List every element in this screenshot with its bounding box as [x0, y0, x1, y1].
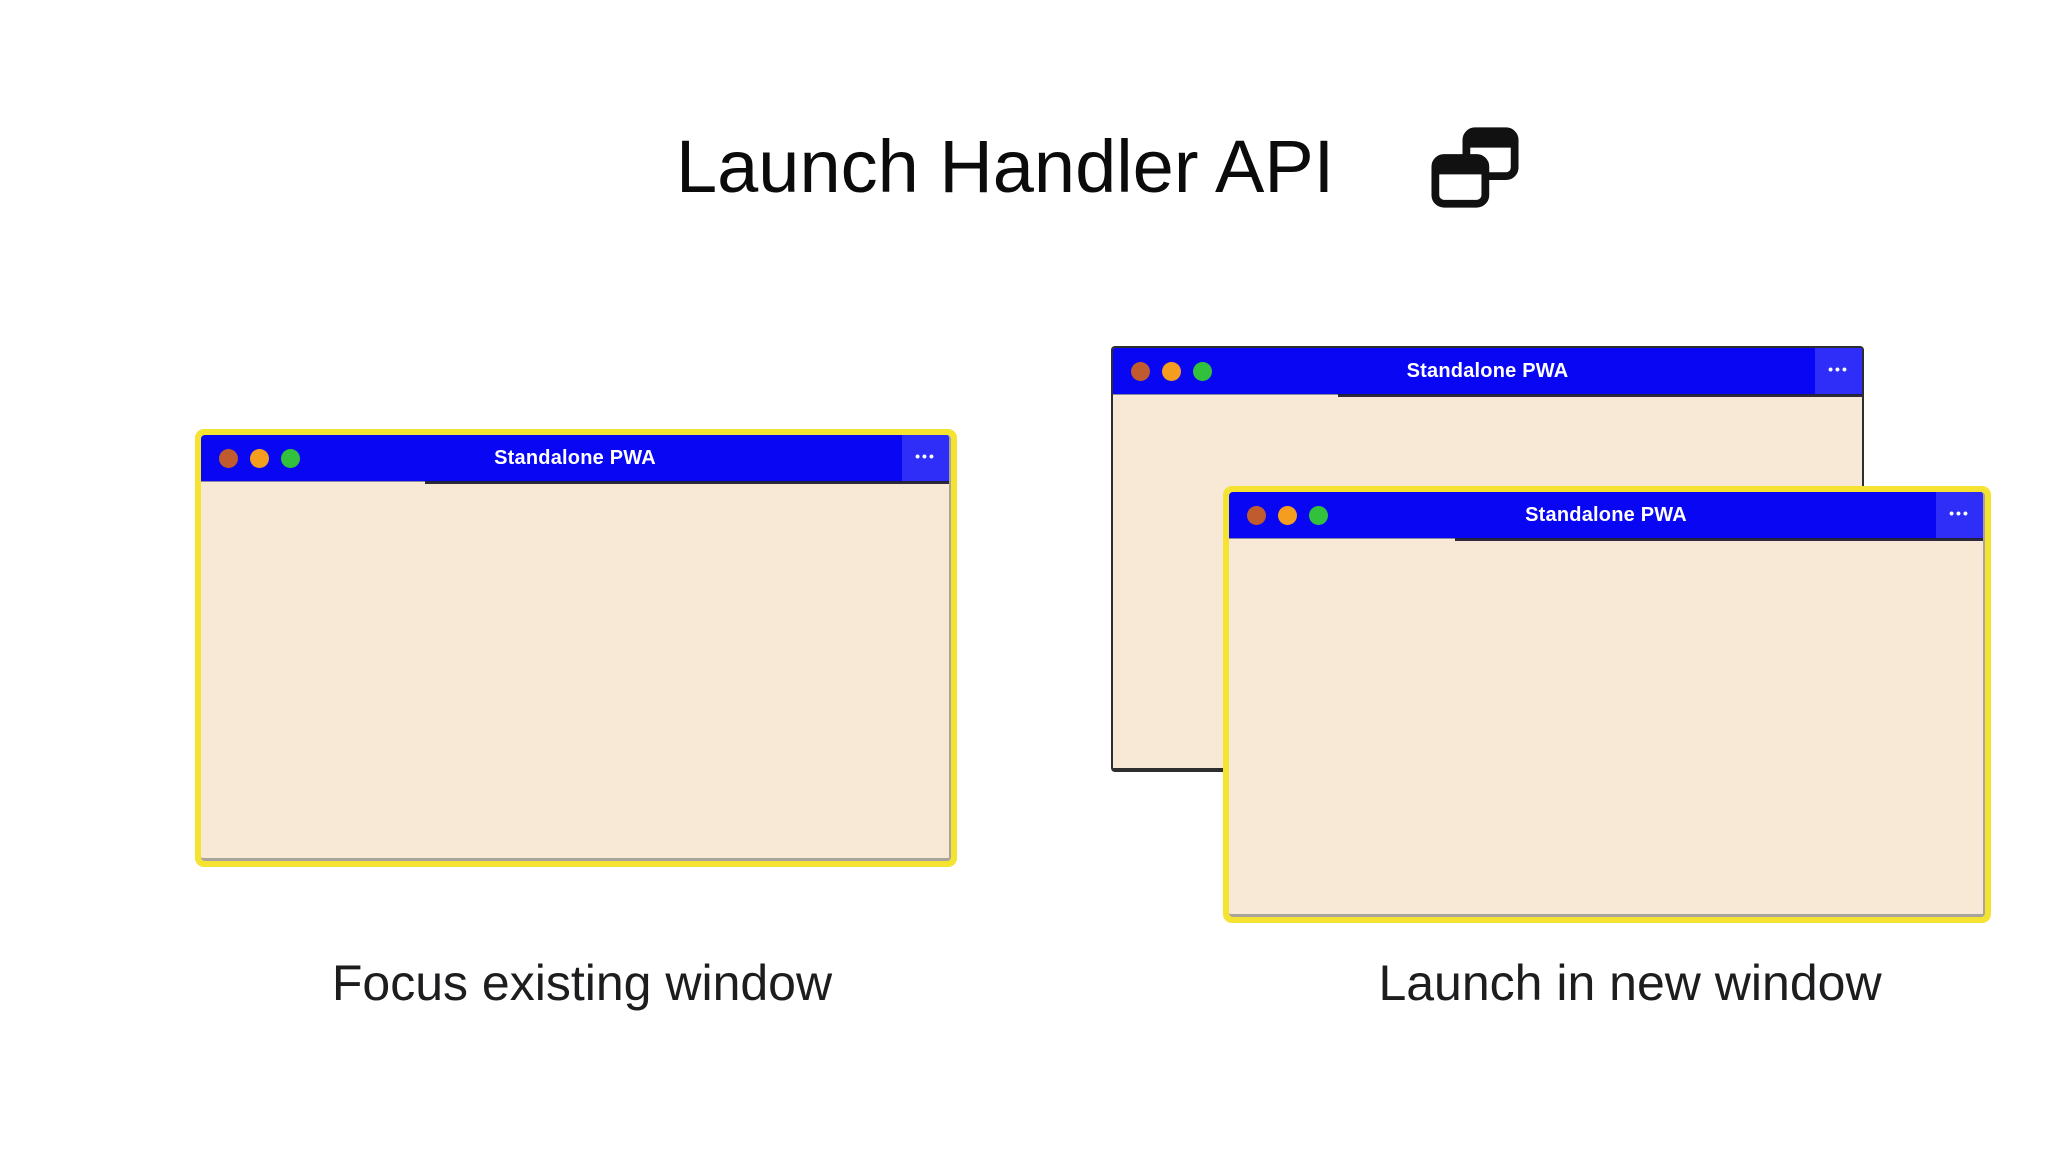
window-titlebar: Standalone PWA •••: [1113, 348, 1862, 397]
window-content: [201, 482, 949, 858]
maximize-button[interactable]: [281, 448, 300, 468]
pwa-window-new: Standalone PWA •••: [1229, 492, 1985, 917]
maximize-button[interactable]: [1193, 361, 1212, 381]
window-title: Standalone PWA: [1525, 503, 1687, 526]
close-button[interactable]: [1247, 505, 1266, 525]
caption-focus-existing: Focus existing window: [331, 955, 833, 1011]
window-titlebar: Standalone PWA •••: [201, 435, 949, 484]
ellipsis-icon: •••: [1949, 505, 1970, 521]
caption-launch-new: Launch in new window: [1378, 955, 1882, 1011]
focus-ring: Standalone PWA •••: [195, 429, 957, 867]
pwa-window-existing: Standalone PWA •••: [201, 435, 951, 861]
traffic-lights: [1229, 505, 1328, 525]
traffic-lights: [1113, 361, 1212, 381]
close-button[interactable]: [1131, 361, 1150, 381]
page-title: Launch Handler API: [676, 125, 1335, 208]
minimize-button[interactable]: [250, 448, 269, 468]
minimize-button[interactable]: [1278, 505, 1297, 525]
traffic-lights: [201, 448, 300, 468]
header: Launch Handler API: [676, 124, 1520, 209]
window-title: Standalone PWA: [1406, 359, 1569, 382]
window-title: Standalone PWA: [494, 446, 656, 469]
ellipsis-icon: •••: [915, 448, 936, 464]
maximize-button[interactable]: [1309, 505, 1328, 525]
more-menu-button[interactable]: •••: [1815, 348, 1862, 394]
more-menu-button[interactable]: •••: [902, 435, 949, 481]
minimize-button[interactable]: [1162, 361, 1181, 381]
window-titlebar: Standalone PWA •••: [1229, 492, 1983, 541]
ellipsis-icon: •••: [1828, 361, 1849, 377]
focus-ring: Standalone PWA •••: [1223, 486, 1991, 923]
close-button[interactable]: [219, 448, 238, 468]
window-content: [1229, 539, 1983, 914]
more-menu-button[interactable]: •••: [1936, 492, 1983, 538]
overlapping-windows-icon: [1431, 127, 1519, 208]
